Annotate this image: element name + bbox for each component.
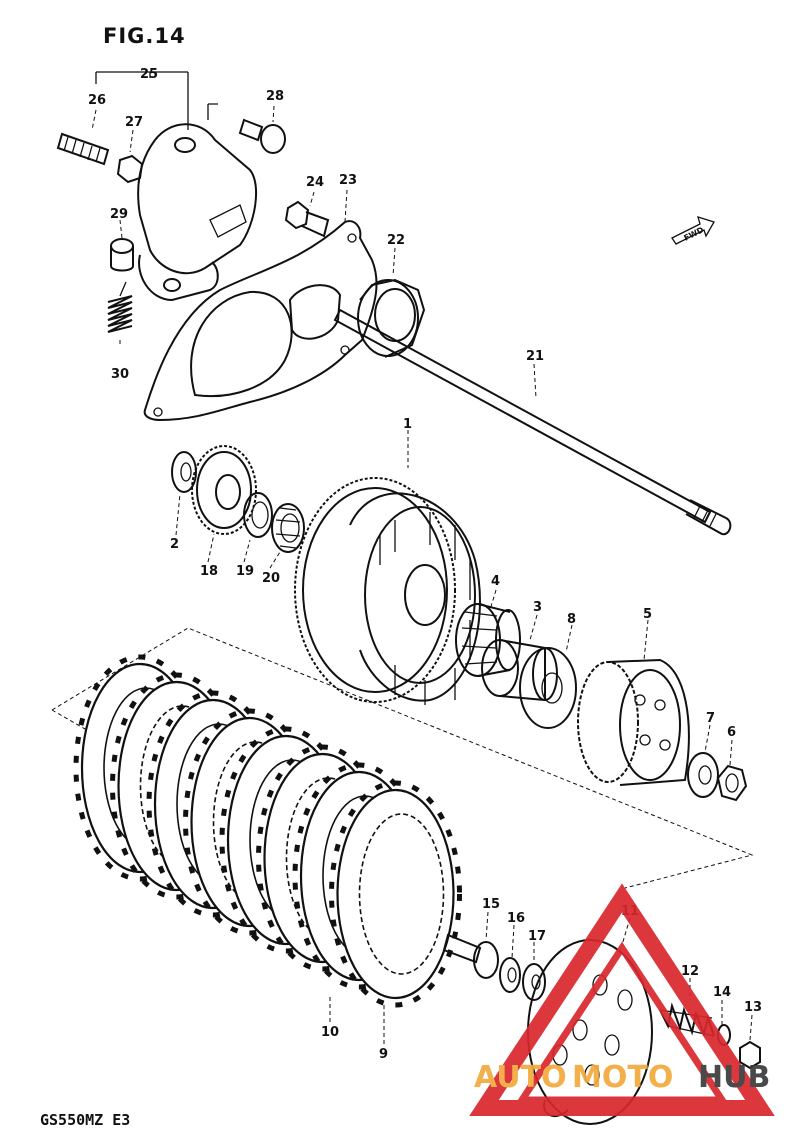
bearing-4-drawing (455, 603, 521, 677)
watermark-triangle-icon (469, 883, 775, 1116)
collar-29-drawing (110, 238, 134, 272)
label-24: 24 (306, 175, 324, 190)
gear-18-drawing (191, 445, 257, 535)
label-21: 21 (526, 349, 544, 364)
bearing-16-drawing (499, 957, 521, 993)
washer-7-drawing (687, 752, 719, 798)
figure-title: FIG.14 (103, 24, 186, 48)
spacer-19-drawing (243, 492, 273, 538)
label-9: 9 (379, 1047, 388, 1062)
spring-30-drawing (107, 281, 133, 333)
watermark-triangle-inner-icon (515, 941, 729, 1104)
release-housing-drawing (137, 123, 257, 302)
release-rack-15-drawing (442, 933, 499, 979)
label-1: 1 (403, 417, 412, 432)
label-23: 23 (339, 173, 357, 188)
bearing-20-drawing (271, 503, 305, 553)
label-30: 30 (111, 367, 129, 382)
label-17: 17 (528, 929, 546, 944)
label-8: 8 (567, 612, 576, 627)
label-4: 4 (491, 574, 500, 589)
label-27: 27 (125, 115, 143, 130)
label-15: 15 (482, 897, 500, 912)
label-10: 10 (321, 1025, 339, 1040)
label-14: 14 (713, 985, 731, 1000)
watermark-word-auto: AUTO (474, 1060, 567, 1095)
watermark-word-moto: MOTO (572, 1060, 673, 1095)
watermark: AUTO MOTO HUB (469, 883, 775, 1116)
bearing-22-drawing (357, 278, 426, 358)
label-16: 16 (507, 911, 525, 926)
label-3: 3 (533, 600, 542, 615)
label-19: 19 (236, 564, 254, 579)
callouts: 25 26 27 28 24 23 22 29 30 21 1 2 18 19 … (88, 67, 762, 1062)
label-6: 6 (727, 725, 736, 740)
push-rod-21-drawing (333, 308, 732, 536)
label-25: 25 (140, 67, 158, 82)
nut-6-drawing (716, 764, 748, 802)
clutch-hub-5-drawing (577, 658, 690, 786)
label-22: 22 (387, 233, 405, 248)
bolt-13-drawing (739, 1040, 761, 1070)
label-28: 28 (266, 89, 284, 104)
forward-arrow-icon: FWD (671, 216, 715, 245)
label-2: 2 (170, 537, 179, 552)
primary-driven-gear-1-drawing (294, 477, 481, 705)
clutch-housing-assembly (171, 445, 748, 802)
bolt-26-drawing (56, 132, 110, 166)
label-5: 5 (643, 607, 652, 622)
label-7: 7 (706, 711, 715, 726)
label-20: 20 (262, 571, 280, 586)
release-assembly (56, 118, 732, 536)
washer-2-drawing (171, 451, 197, 493)
model-code: GS550MZ E3 (40, 1111, 130, 1129)
label-26: 26 (88, 93, 106, 108)
screw-28-drawing (238, 118, 286, 154)
thrust-washer-8-drawing (519, 647, 577, 729)
clutch-plate (329, 780, 462, 1008)
clutch-plate-stack (73, 654, 462, 1008)
gasket-23-drawing (143, 220, 378, 422)
label-18: 18 (200, 564, 218, 579)
label-29: 29 (110, 207, 128, 222)
label-13: 13 (744, 1000, 762, 1015)
bolt-24-drawing (284, 200, 330, 238)
label-12: 12 (681, 964, 699, 979)
watermark-word-hub: HUB (698, 1060, 770, 1095)
